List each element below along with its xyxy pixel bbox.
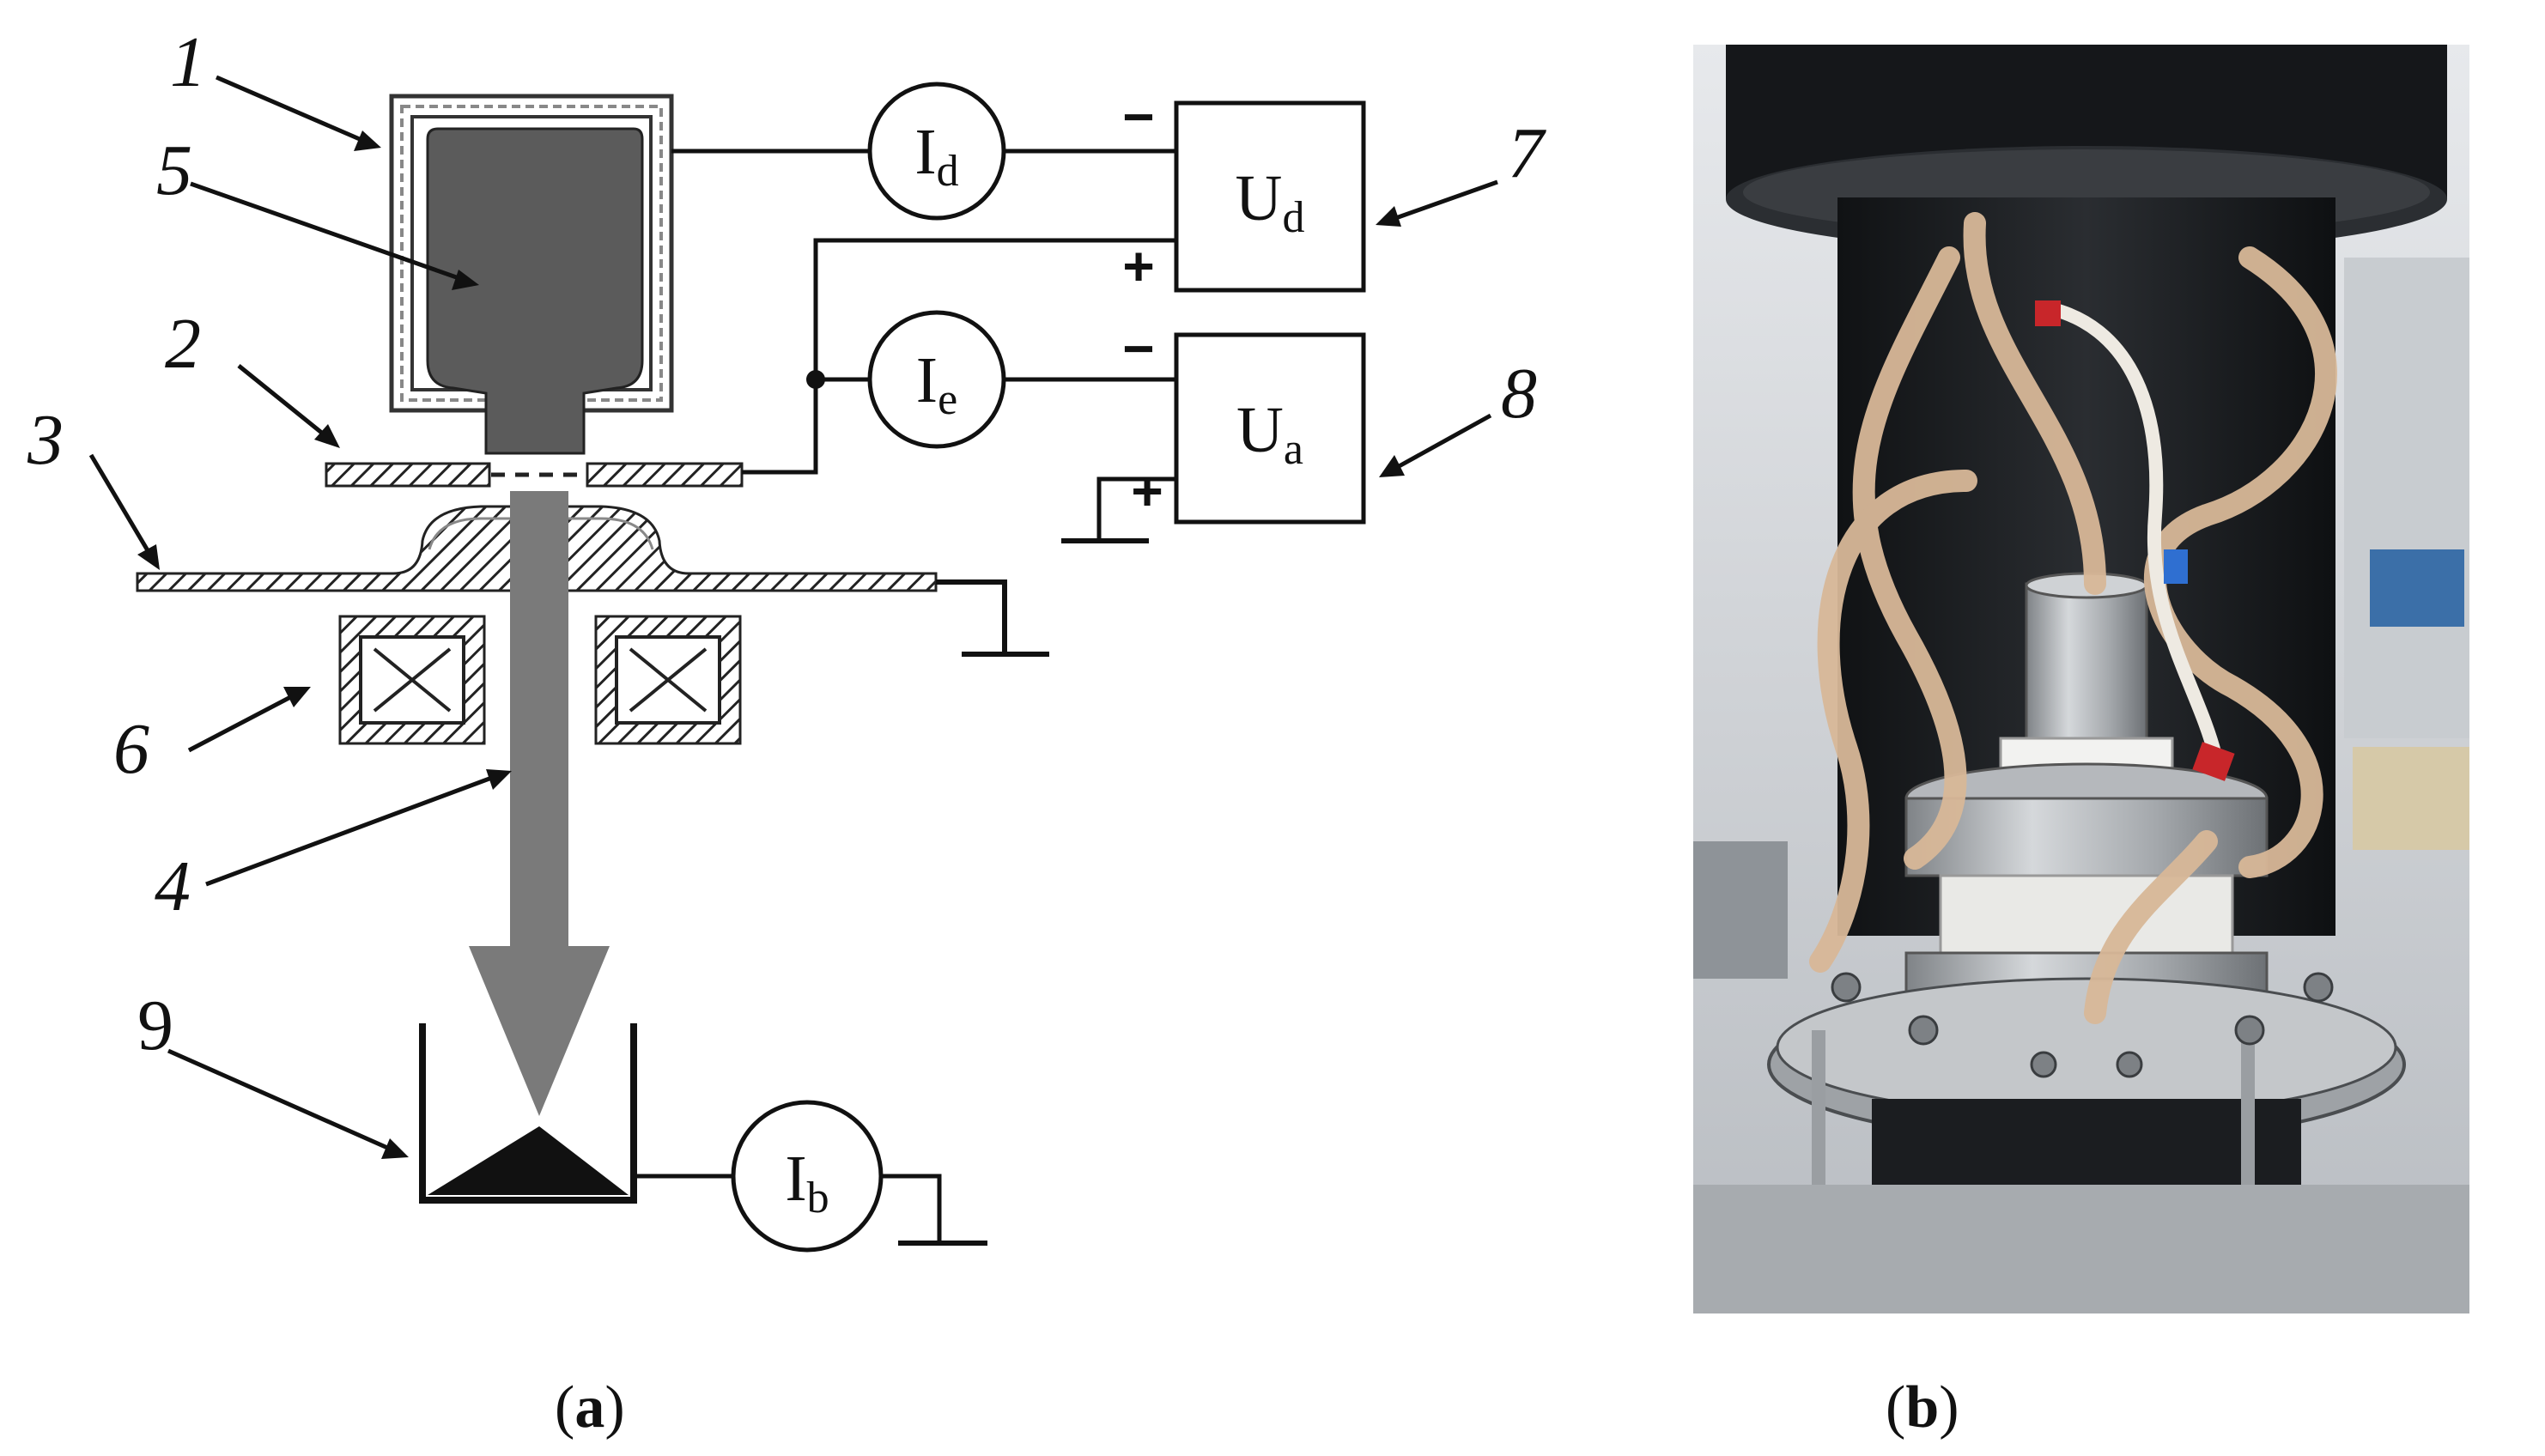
- polarity-minus-discharge: −: [1122, 86, 1154, 148]
- callout-6: 6: [113, 709, 149, 789]
- junction-dot: [806, 370, 825, 389]
- supply-accelerating: [1174, 332, 1366, 525]
- polarity-plus-discharge: +: [1122, 235, 1154, 297]
- photo-panel: [1693, 45, 2469, 1313]
- polarity-plus-accelerating: +: [1131, 460, 1163, 522]
- ammeter-beam-label: Ib: [785, 1143, 829, 1222]
- callout-8: 8: [1501, 354, 1537, 434]
- ammeter-emission: [867, 310, 1006, 449]
- callout-7: 7: [1508, 113, 1546, 193]
- callout-4: 4: [155, 846, 191, 926]
- callout-5: 5: [156, 130, 192, 210]
- focusing-coil-right: [594, 615, 742, 745]
- supply-discharge-label: Ud: [1236, 162, 1305, 242]
- electron-beam: [469, 491, 610, 1116]
- callout-3: 3: [27, 400, 64, 480]
- supply-accelerating-label: Ua: [1236, 394, 1303, 474]
- collector-crucible: [419, 1023, 637, 1204]
- cathode-cavity: [426, 127, 644, 455]
- schematic-panel: Id Ie Ib Ud Ua − + − + 1 2 3 4 5 6 7 8 9: [27, 22, 1546, 1253]
- callout-1: 1: [170, 22, 206, 102]
- ammeter-discharge: [867, 82, 1006, 221]
- polarity-minus-accelerating: −: [1122, 318, 1154, 379]
- supply-discharge: [1174, 100, 1366, 293]
- ground-symbol-wall: [936, 579, 1049, 657]
- callout-arrows: [88, 75, 1498, 1159]
- caption-a: (a): [555, 1374, 625, 1441]
- ammeter-beam: [731, 1100, 884, 1253]
- ammeter-emission-label: Ie: [916, 344, 957, 424]
- callout-9: 9: [137, 986, 173, 1065]
- extractor-electrode: [325, 462, 744, 488]
- focusing-coil-left: [338, 615, 486, 745]
- callout-2: 2: [165, 304, 201, 384]
- ammeter-discharge-label: Id: [914, 116, 958, 196]
- caption-b: (b): [1886, 1374, 1959, 1441]
